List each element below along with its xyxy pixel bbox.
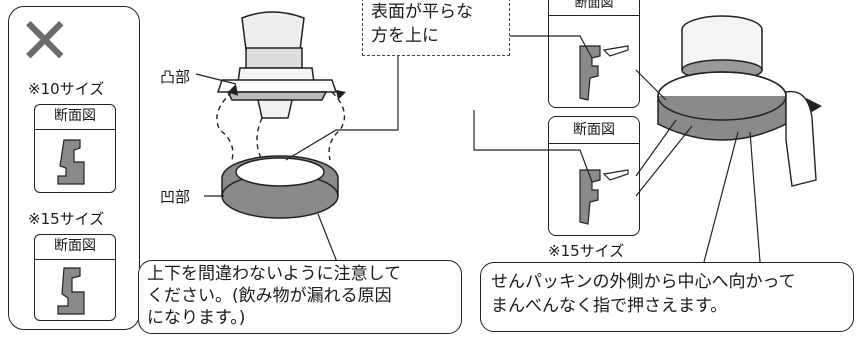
section-label-b-text: 断面図 <box>54 238 96 254</box>
cap-body <box>216 11 338 119</box>
section-profile-right-top <box>579 45 629 101</box>
section-label-right-top: 断面図 <box>549 0 639 16</box>
section-label-a: 断面図 <box>34 104 116 130</box>
prohibited-mark-icon: ✕ <box>18 5 72 79</box>
section-box-right-top: 断面図 <box>548 0 640 108</box>
concave-label: 凹部 <box>160 188 191 206</box>
arrow-head-left <box>228 84 238 96</box>
instruction-line2: まんべんなく指で押さえます。 <box>491 296 728 316</box>
size15-label-right: ※15サイズ <box>548 242 625 260</box>
section-profile-right-mid <box>579 169 629 225</box>
warning-line3: になります。) <box>147 308 246 328</box>
flat-side-note: 表面が平らな 方を上に <box>362 0 510 56</box>
flat-note-line2: 方を上に <box>371 26 439 46</box>
arrow-head-right <box>336 90 346 100</box>
instruction-line1: せんパッキンの外側から中心へ向かって <box>491 272 796 292</box>
size10-label: ※10サイズ <box>28 80 105 98</box>
gasket-ring <box>221 155 339 219</box>
section-label-b: 断面図 <box>34 234 116 260</box>
size15-label-left: ※15サイズ <box>28 210 105 228</box>
bottle-cap <box>657 15 787 141</box>
section-profile-a <box>57 139 85 185</box>
convex-label: 凸部 <box>160 68 191 86</box>
warning-box: 上下を間違わないように注意して ください。(飲み物が漏れる原因 になります。) <box>138 260 462 334</box>
flat-note-line1: 表面が平らな <box>371 2 473 22</box>
dashed-arrows <box>216 91 346 161</box>
finger-icon <box>785 90 817 187</box>
section-box-right-mid: 断面図 <box>548 116 640 236</box>
instruction-box: せんパッキンの外側から中心へ向かって まんべんなく指で押さえます。 <box>480 262 854 332</box>
section-box-b <box>34 258 116 321</box>
warning-line1: 上下を間違わないように注意して <box>147 264 402 284</box>
section-profile-b <box>57 267 85 315</box>
section-label-right-mid: 断面図 <box>549 117 639 144</box>
warning-line2: ください。(飲み物が漏れる原因 <box>147 286 392 306</box>
press-arrow-icon <box>806 98 822 112</box>
section-label-a-text: 断面図 <box>54 108 96 124</box>
section-box-a <box>34 128 116 193</box>
